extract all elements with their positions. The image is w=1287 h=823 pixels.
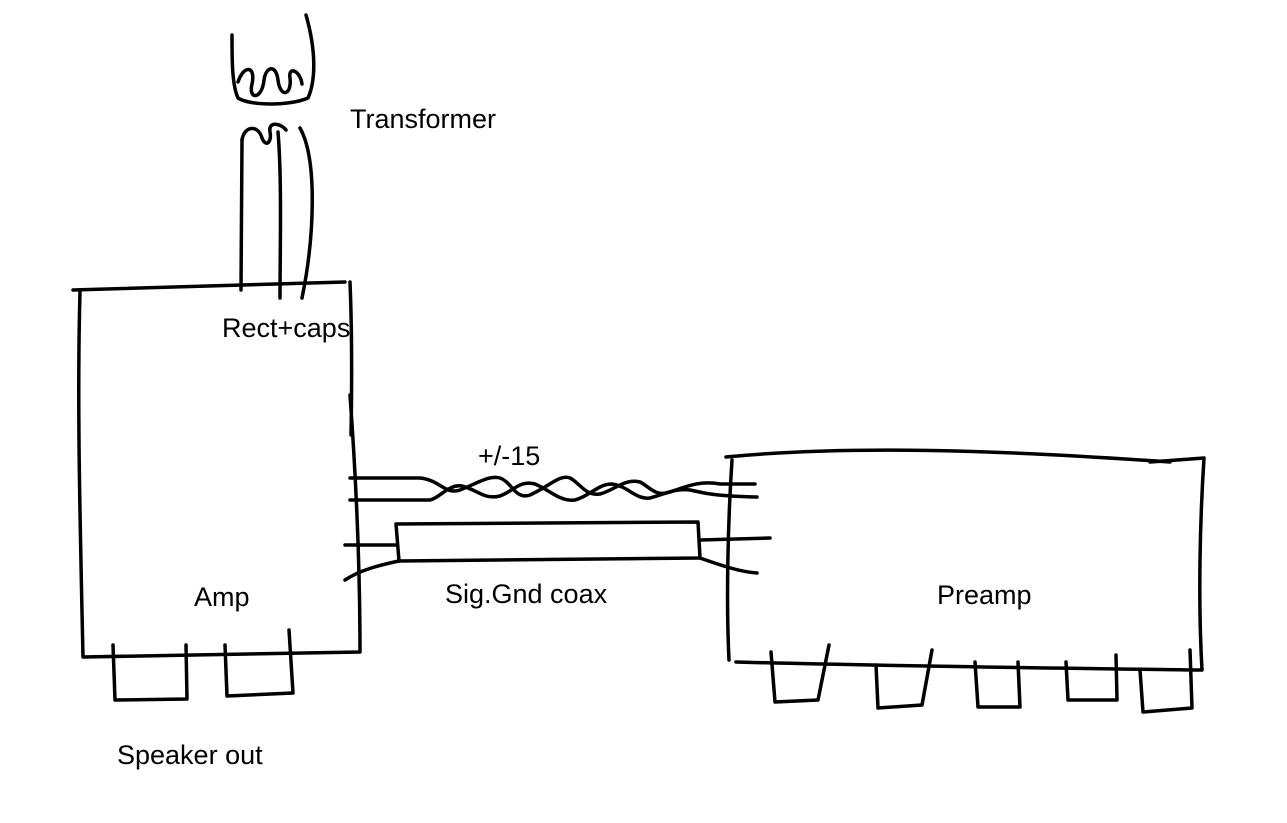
label-speaker-out: Speaker out — [117, 740, 263, 770]
transformer-lead-3 — [298, 126, 314, 300]
transformer-primary-coil — [236, 67, 304, 98]
transformer-secondary-coil — [240, 122, 288, 145]
label-transformer: Transformer — [350, 104, 496, 134]
amp-outline — [71, 280, 362, 659]
label-sig-gnd-coax: Sig.Gnd coax — [445, 579, 608, 609]
coax-lead-right-bottom — [698, 556, 759, 575]
label-preamp: Preamp — [937, 580, 1032, 610]
preamp-terminal-5 — [1138, 648, 1194, 714]
coax-shield — [394, 520, 702, 563]
amp-box — [71, 280, 362, 702]
transformer-lead-1 — [239, 138, 244, 292]
sig-gnd-coax — [343, 520, 772, 582]
preamp-terminal-4 — [1064, 653, 1119, 702]
speaker-terminal-1 — [111, 643, 189, 702]
transformer-lead-2 — [276, 130, 283, 300]
speaker-terminal-2 — [223, 628, 295, 698]
preamp-terminal-1 — [769, 643, 831, 704]
transformer-core — [230, 13, 316, 106]
preamp-box — [724, 448, 1206, 714]
supply-wire-b — [348, 481, 759, 502]
preamp-terminal-2 — [874, 648, 934, 710]
coax-lead-left-bottom — [343, 559, 401, 582]
label-supply: +/-15 — [478, 441, 540, 471]
supply-twisted-pair — [348, 475, 759, 502]
preamp-terminal-3 — [973, 660, 1022, 709]
preamp-outline — [724, 448, 1206, 672]
coax-lead-right-top — [698, 536, 772, 542]
label-rect-caps: Rect+caps — [222, 313, 350, 343]
label-amp: Amp — [194, 582, 250, 612]
transformer — [230, 13, 316, 300]
